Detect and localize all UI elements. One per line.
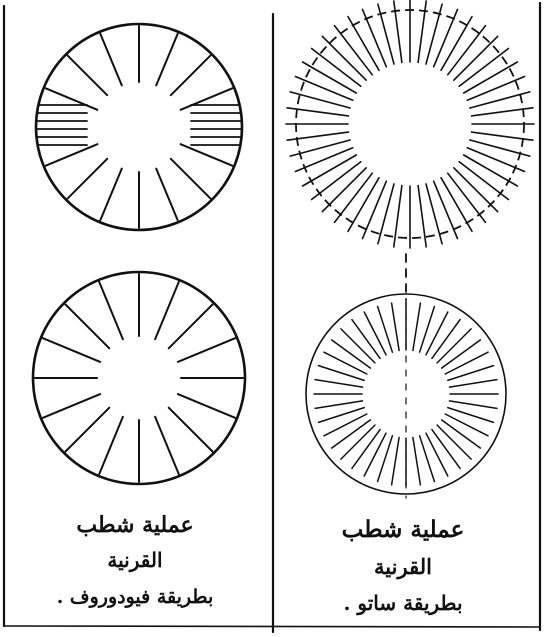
incision <box>378 436 393 482</box>
incision <box>156 34 178 86</box>
incision <box>392 303 400 350</box>
incision <box>413 438 421 485</box>
incision <box>364 312 386 355</box>
caption-fyodorov-line2: القرنية <box>10 548 260 572</box>
incision <box>445 352 488 374</box>
incision <box>420 436 435 482</box>
incision <box>181 88 233 110</box>
incision <box>46 88 98 110</box>
incision <box>432 430 460 469</box>
incision <box>470 140 530 156</box>
caption-sato-line1: عملية شطب <box>272 516 534 544</box>
incision <box>442 420 481 448</box>
incision <box>178 394 235 418</box>
caption-sato-line2: القرنية <box>272 554 534 579</box>
incision <box>155 282 179 339</box>
incision <box>332 420 371 448</box>
caption-fyodorov-line1: عملية شطب <box>10 512 260 538</box>
incision <box>341 425 375 459</box>
incision <box>171 56 211 96</box>
incision <box>450 401 497 409</box>
incision <box>324 352 367 374</box>
incision <box>437 425 471 459</box>
incision <box>472 132 533 140</box>
incision <box>392 438 400 485</box>
incision <box>448 408 494 423</box>
incision <box>100 169 122 221</box>
sato-top-diagram <box>286 0 534 248</box>
incision <box>420 307 435 353</box>
incision <box>450 380 497 388</box>
incision <box>364 433 386 476</box>
incision <box>432 320 460 359</box>
incision <box>467 148 524 172</box>
incision <box>324 414 367 436</box>
incision <box>442 340 481 368</box>
incision <box>178 338 235 362</box>
incision <box>156 169 178 221</box>
incision <box>448 366 494 381</box>
incision <box>68 159 108 199</box>
incision <box>315 401 362 409</box>
incision <box>434 9 458 66</box>
incision <box>68 56 108 96</box>
incision <box>66 408 110 452</box>
caption-fyodorov-line3: بطريقة فيودوروف . <box>10 586 260 609</box>
incision <box>169 305 213 349</box>
incision <box>295 148 352 172</box>
incision <box>290 140 350 156</box>
incision <box>319 408 365 423</box>
incision <box>66 305 110 349</box>
incision <box>100 34 122 86</box>
incision <box>352 320 380 359</box>
fyodorov-top-diagram <box>36 24 242 230</box>
incision <box>363 9 387 66</box>
incision <box>445 414 488 436</box>
incision <box>363 181 387 238</box>
incision <box>99 417 123 474</box>
incision <box>467 77 524 101</box>
incision <box>434 181 458 238</box>
incision <box>437 329 471 363</box>
caption-sato: عملية شطب القرنية بطريقة ساتو . <box>272 516 534 615</box>
caption-fyodorov: عملية شطب القرنية بطريقة فيودوروف . <box>10 512 260 609</box>
incision <box>99 282 123 339</box>
incision <box>169 408 213 452</box>
incision <box>426 312 448 355</box>
sato-bottom-diagram <box>306 254 506 498</box>
incision <box>46 144 98 166</box>
incision <box>181 144 233 166</box>
fyodorov-bottom-diagram <box>33 272 245 484</box>
incision <box>352 430 380 469</box>
incision <box>171 159 211 199</box>
incision <box>319 366 365 381</box>
caption-sato-line3: بطريقة ساتو . <box>272 591 534 615</box>
incision <box>378 307 393 353</box>
incision <box>332 340 371 368</box>
incision <box>413 303 421 350</box>
incision <box>43 394 100 418</box>
incision <box>295 77 352 101</box>
incision <box>155 417 179 474</box>
incision <box>426 433 448 476</box>
incision <box>315 380 362 388</box>
incision <box>43 338 100 362</box>
incision <box>341 329 375 363</box>
incision <box>287 132 348 140</box>
